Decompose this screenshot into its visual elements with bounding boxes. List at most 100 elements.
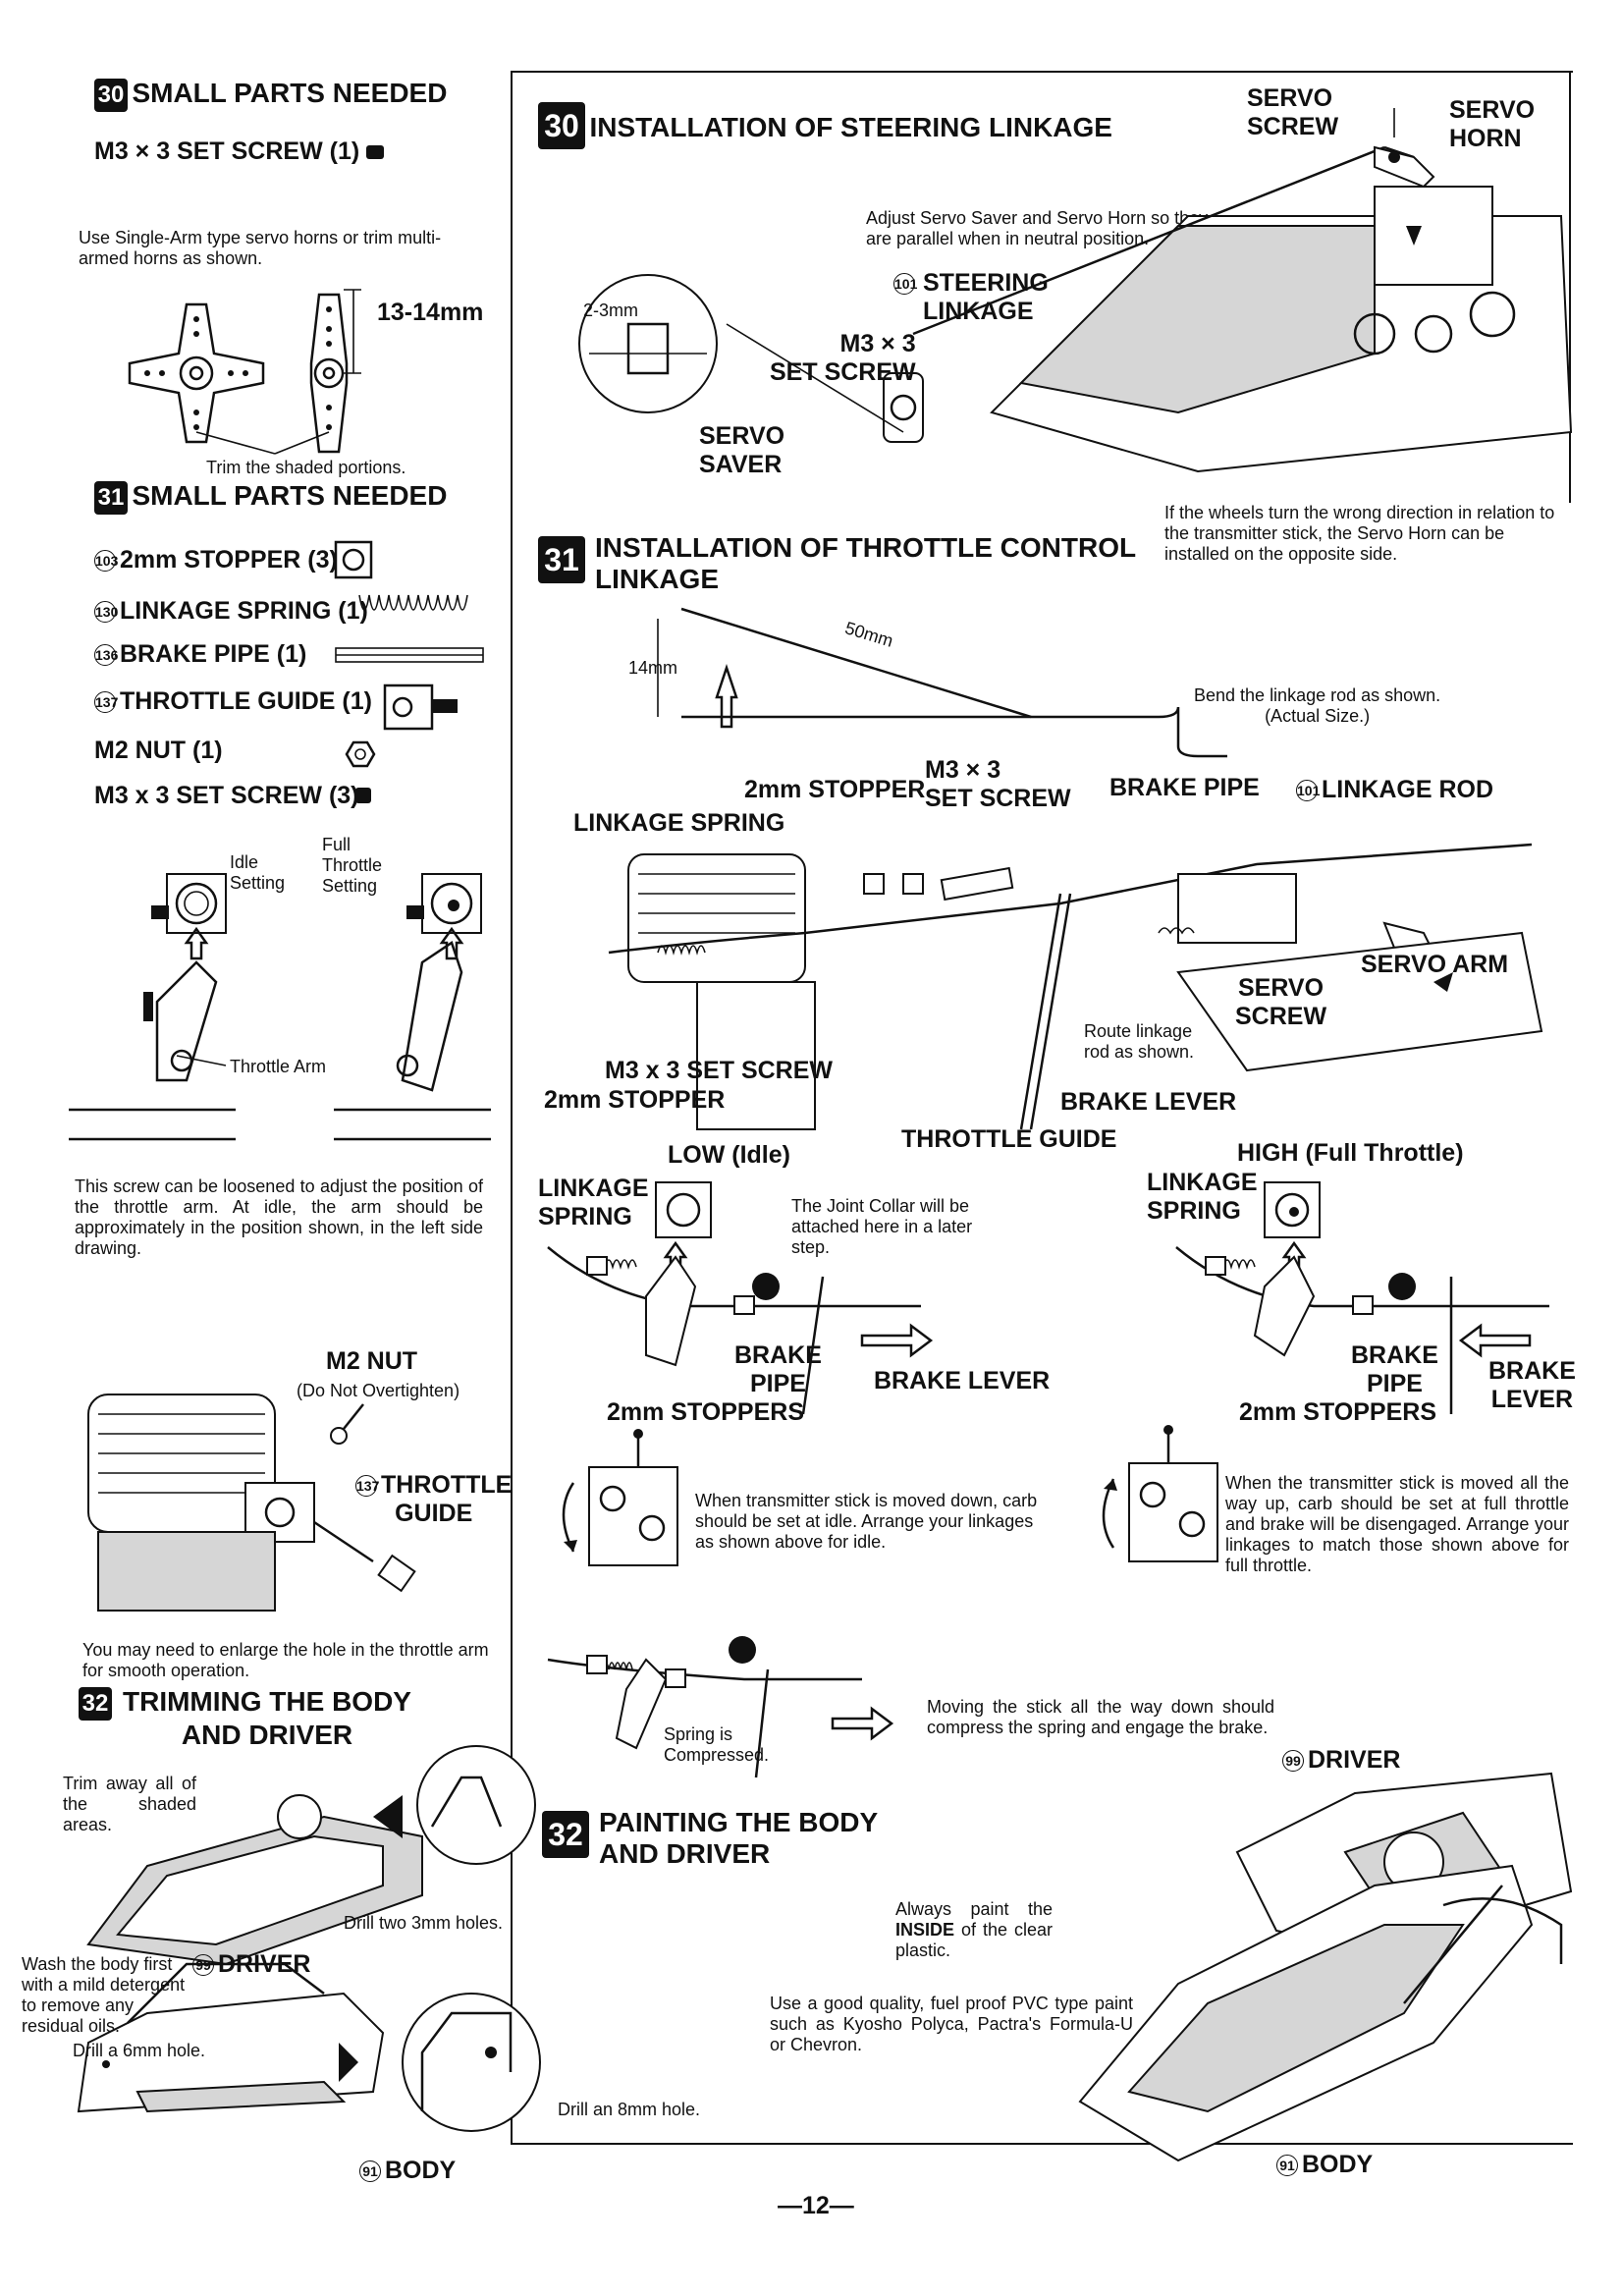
section-title: SMALL PARTS NEEDED [132, 480, 448, 511]
spring-compressed-label: Spring is Compressed. [664, 1724, 770, 1765]
brake-lever-left: BRAKE LEVER [874, 1367, 1051, 1394]
part-row: 130LINKAGE SPRING (1) [94, 597, 368, 626]
step-number: 30 [94, 79, 128, 112]
bend-rod-note: Bend the linkage rod as shown. (Actual S… [1194, 685, 1441, 726]
part-label: M3 × 3 SET SCREW (1) [94, 137, 360, 165]
brake-pipe-left: BRAKE PIPE [734, 1341, 822, 1397]
step31-install-header: 31 INSTALLATION OF THROTTLE CONTROL LINK… [538, 532, 1136, 594]
transmitter-full-icon [1102, 1425, 1218, 1562]
part-number-badge: 91 [359, 2160, 381, 2183]
step-number: 32 [542, 1811, 589, 1858]
part-row: 1032mm STOPPER (3) [94, 546, 338, 574]
joint-collar-note: The Joint Collar will be attached here i… [791, 1196, 973, 1257]
brake-pipe-right: BRAKE PIPE [1351, 1341, 1438, 1397]
section-title: PAINTING THE BODY AND DRIVER [599, 1807, 879, 1869]
part-row: 137THROTTLE GUIDE (1) [94, 687, 372, 716]
drill-6mm-note: Drill a 6mm hole. [73, 2041, 206, 2060]
dim-14mm: 14mm [628, 658, 678, 678]
detail-circle-2 [402, 1993, 541, 2132]
linkage-spring-right: LINKAGE SPRING [1147, 1169, 1258, 1225]
detail-circle [578, 274, 718, 413]
engine-illustration [87, 1394, 416, 1612]
part-label: BODY [1302, 2151, 1374, 2178]
m3x3-set-screw-label: M3 × 3 SET SCREW [770, 330, 916, 386]
route-linkage-note: Route linkage rod as shown. [1084, 1021, 1195, 1062]
section-title: SMALL PARTS NEEDED [132, 78, 448, 108]
nut-icon [345, 740, 376, 768]
throttle-guide-label: 137THROTTLE GUIDE [355, 1471, 512, 1528]
part-number-badge: 101 [893, 273, 917, 296]
throttle-arm-full [334, 941, 491, 1141]
low-idle-label: LOW (Idle) [668, 1141, 790, 1169]
paint-body-illustration [1078, 1864, 1563, 2162]
part-number-badge: 130 [94, 601, 118, 624]
part-row: M3 x 3 SET SCREW (3) [94, 782, 359, 810]
throttle-linkage-illustration [608, 843, 1543, 1130]
stopper-top-label: 2mm STOPPER [744, 776, 926, 803]
do-not-overtighten: (Do Not Overtighten) [297, 1381, 460, 1400]
cross-horn-icon [128, 302, 265, 444]
body-top-view [86, 1794, 423, 1966]
trim-away-note: Trim away all of the shaded areas. [63, 1774, 196, 1834]
servo-screw-label: SERVO SCREW [1247, 84, 1339, 140]
linkage-spring-label: LINKAGE SPRING [573, 809, 785, 837]
brake-lever-right: BRAKE LEVER [1488, 1357, 1576, 1413]
step-number: 32 [79, 1687, 112, 1721]
m3x3-bottom-label: M3 x 3 SET SCREW [605, 1057, 833, 1084]
moving-stick-note: Moving the stick all the way down should… [927, 1697, 1274, 1737]
throttle-guide-label-right: THROTTLE GUIDE [901, 1125, 1117, 1153]
step32-trim-header: 32 TRIMMING THE BODY AND DRIVER [79, 1686, 411, 1750]
part-label: LINKAGE SPRING (1) [120, 597, 368, 625]
part-label: LINKAGE ROD [1322, 776, 1493, 803]
part-number-badge: 136 [94, 644, 118, 667]
part-number-badge: 137 [94, 691, 118, 714]
linkage-rod-actual-size [657, 607, 1227, 758]
m2-nut-label: M2 NUT [326, 1347, 418, 1375]
brake-lever-label: BRAKE LEVER [1060, 1088, 1237, 1116]
single-arm-horn-icon [309, 289, 361, 454]
part-number-badge: 137 [355, 1475, 379, 1498]
step30-parts-header: 30 SMALL PARTS NEEDED [94, 77, 447, 112]
frame-right-edge [1569, 71, 1571, 503]
step-number: 30 [538, 102, 585, 149]
part-number-badge: 91 [1276, 2155, 1298, 2177]
throttle-arm-idle [69, 960, 236, 1141]
brake-pipe-label: BRAKE PIPE [1109, 774, 1260, 801]
servo-horn-note: Use Single-Arm type servo horns or trim … [79, 228, 442, 268]
screw-icon [366, 145, 385, 160]
body-trim-illustration [77, 1745, 541, 2132]
m3x3-top-label: M3 × 3 SET SCREW [925, 756, 1071, 812]
part-label: 2mm STOPPER (3) [120, 546, 338, 574]
full-side [1175, 1181, 1549, 1414]
note-emphasis: INSIDE [895, 1920, 955, 1940]
throttle-arm-setting-illustration [69, 873, 491, 1141]
note-text: Always paint the [895, 1899, 1053, 1919]
spring-icon [358, 594, 468, 611]
stopper-icon [334, 540, 373, 579]
full-throttle-carb-icon [406, 873, 482, 934]
step-number: 31 [94, 481, 128, 515]
part-number-badge: 99 [192, 1954, 214, 1977]
stick-down-note: When transmitter stick is moved down, ca… [695, 1491, 1038, 1552]
servo-saver-label: SERVO SAVER [699, 422, 785, 478]
trim-shaded-note: Trim the shaded portions. [206, 458, 406, 477]
enlarge-hole-note: You may need to enlarge the hole in the … [82, 1640, 489, 1680]
part-label: THROTTLE GUIDE [381, 1471, 513, 1527]
screw-adjust-note: This screw can be loosened to adjust the… [75, 1176, 483, 1258]
section-title: TRIMMING THE BODY AND DRIVER [123, 1686, 411, 1750]
section-title: INSTALLATION OF THROTTLE CONTROL LINKAGE [595, 532, 1137, 594]
part-m3x3: M3 × 3 SET SCREW (1) [94, 137, 385, 166]
dim-13-14mm: 13-14mm [377, 299, 484, 326]
part-number-badge: 99 [1282, 1750, 1304, 1773]
servo-horn-part [1374, 145, 1435, 189]
step-number: 31 [538, 536, 585, 583]
wheels-direction-note: If the wheels turn the wrong direction i… [1164, 503, 1555, 564]
part-label: BRAKE PIPE (1) [120, 640, 307, 668]
idle-side [547, 1181, 934, 1415]
page-number: —12— [778, 2192, 854, 2219]
part-number-badge: 103 [94, 550, 118, 573]
part-label: DRIVER [218, 1950, 311, 1978]
step31-parts-header: 31 SMALL PARTS NEEDED [94, 479, 447, 515]
